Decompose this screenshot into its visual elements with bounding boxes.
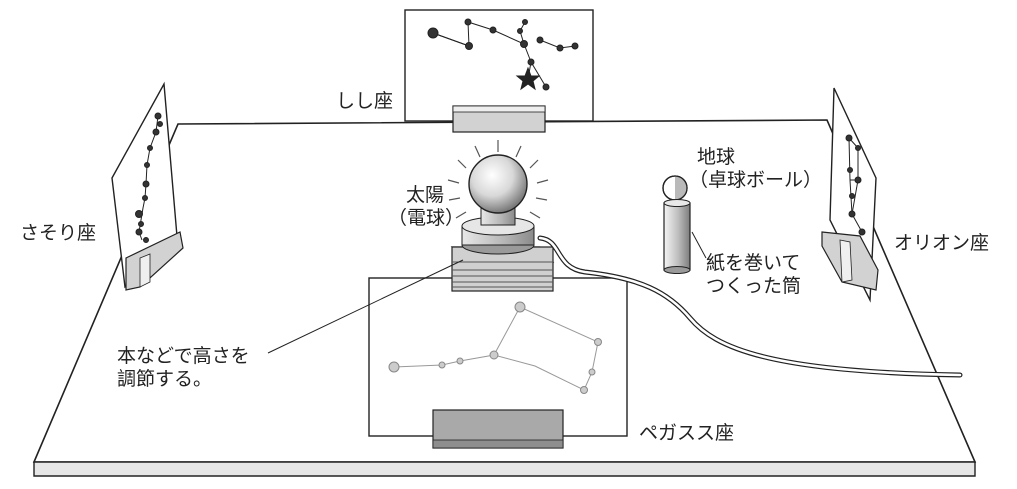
pegasus-label: ペガスス座 — [639, 422, 735, 444]
sun-label-line2: （電球） — [388, 207, 465, 229]
books-leader-line — [267, 259, 464, 354]
tube-leader-line — [691, 231, 707, 259]
sun-bulb — [447, 140, 549, 219]
tube-label-line1: 紙を巻いて — [706, 252, 801, 274]
sun-label-line1: 太陽 — [406, 184, 445, 206]
scorpius-panel — [111, 81, 184, 291]
earth-ball — [662, 175, 688, 201]
earth-label: 地球 （卓球ボール） — [689, 146, 822, 192]
books-label-line2: 調節する。 — [117, 368, 213, 390]
books-label-line1: 本などで高さを — [117, 345, 250, 367]
sun-label: 太陽 （電球） — [388, 184, 464, 230]
tube-label-line2: つくった筒 — [706, 275, 802, 297]
pegasus-panel — [368, 277, 628, 449]
scorpius-label: さそり座 — [20, 222, 97, 244]
leo-constellation — [427, 18, 579, 91]
tube-label: 紙を巻いて つくった筒 — [706, 252, 801, 298]
orion-panel — [821, 87, 879, 303]
lamp-base — [461, 200, 535, 255]
earth-label-line2: （卓球ボール） — [689, 169, 823, 191]
books-label: 本などで高さを 調節する。 — [117, 345, 250, 391]
scorpius-constellation — [135, 112, 163, 243]
leo-label: しし座 — [336, 90, 394, 112]
leo-panel — [404, 9, 594, 133]
earth-label-line1: 地球 — [697, 146, 736, 168]
light-rays — [447, 140, 549, 219]
orion-constellation — [845, 134, 866, 236]
pegasus-constellation — [388, 301, 602, 394]
orion-label: オリオン座 — [894, 232, 990, 254]
paper-tube — [663, 199, 691, 274]
